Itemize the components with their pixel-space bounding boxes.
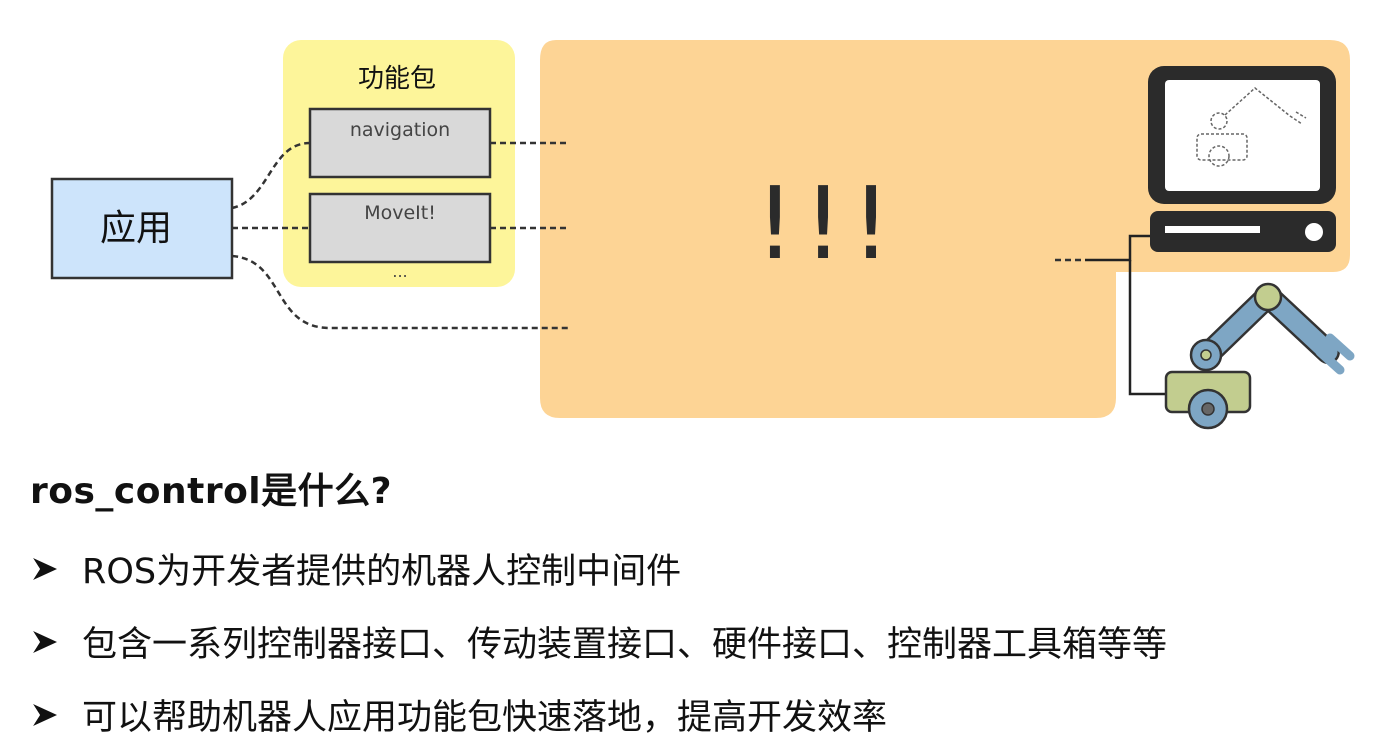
app-label: 应用: [100, 208, 172, 249]
package-box-moveit: [308, 192, 492, 264]
bullet-list: ROS为开发者提供的机器人控制中间件 包含一系列控制器接口、传动装置接口、硬件接…: [30, 532, 1370, 751]
package-group-title: 功能包: [358, 64, 436, 94]
package-more: ...: [392, 262, 407, 281]
connector-app-to-navigation: [231, 141, 311, 210]
bullet-text: 可以帮助机器人应用功能包快速落地，提高开发效率: [82, 698, 888, 738]
package-label-moveit: MoveIt!: [364, 202, 436, 224]
section-heading: ros_control是什么?: [30, 471, 393, 512]
ros-control-diagram: 功能包 navigation MoveIt! ... 应用 !!!: [50, 40, 1355, 430]
center-label: !!!: [755, 165, 899, 282]
arrowhead-bullet-icon: [33, 630, 57, 653]
robot-arm-icon: [1164, 282, 1355, 430]
package-label-navigation: navigation: [350, 119, 450, 141]
bullet-item: ROS为开发者提供的机器人控制中间件: [30, 532, 1370, 605]
arrowhead-bullet-icon: [33, 557, 57, 580]
hardware-wires: [1085, 234, 1166, 396]
bullet-item: 可以帮助机器人应用功能包快速落地，提高开发效率: [30, 678, 1370, 751]
middleware-block: [540, 40, 1350, 418]
description-section: ros_control是什么? ROS为开发者提供的机器人控制中间件 包含一系列…: [30, 462, 1370, 751]
bullet-text: ROS为开发者提供的机器人控制中间件: [82, 552, 682, 592]
computer-icon: [1148, 66, 1336, 252]
dashed-connectors: [231, 141, 1085, 330]
bullet-text: 包含一系列控制器接口、传动装置接口、硬件接口、控制器工具箱等等: [82, 625, 1168, 665]
arrowhead-bullet-icon: [33, 703, 57, 726]
bullet-item: 包含一系列控制器接口、传动装置接口、硬件接口、控制器工具箱等等: [30, 605, 1370, 678]
app-box: [50, 177, 234, 280]
package-box-navigation: [308, 107, 492, 179]
